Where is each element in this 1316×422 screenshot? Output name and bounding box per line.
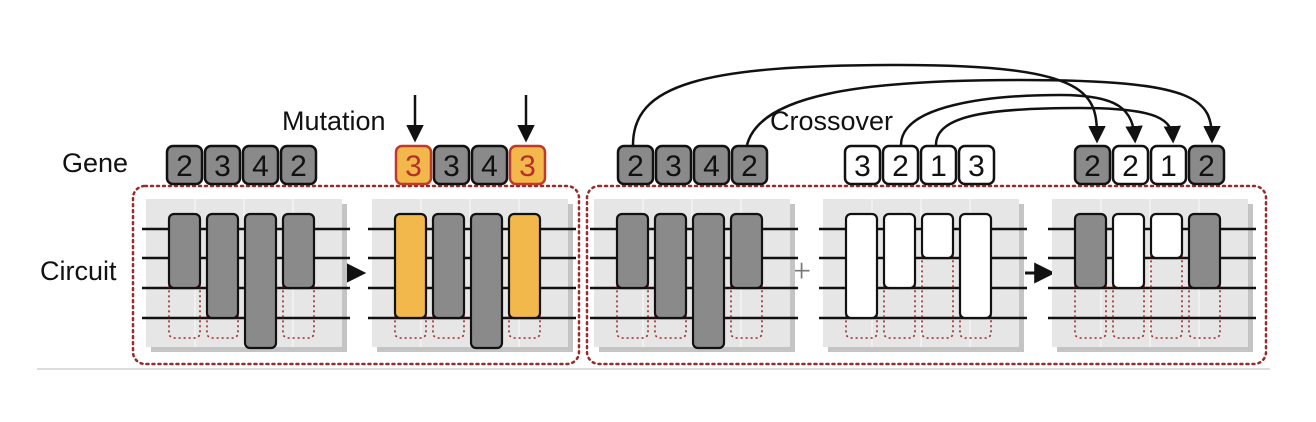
gene-cell xyxy=(919,144,958,186)
quantum-gate xyxy=(167,212,202,290)
gene-value: 3 xyxy=(665,150,682,183)
quantum-gate xyxy=(281,212,316,290)
gene-cell xyxy=(470,144,509,186)
gene-value: 4 xyxy=(481,150,498,183)
gene-row-label: Gene xyxy=(62,148,128,178)
crossover-arrow-4 xyxy=(934,106,1182,146)
crossover-arrow-2 xyxy=(745,78,1221,146)
quantum-gate xyxy=(469,212,504,350)
gene-value: 3 xyxy=(214,150,231,183)
gene-cell xyxy=(730,144,769,186)
quantum-gate xyxy=(729,212,764,290)
gene-cell xyxy=(616,144,655,186)
quantum-gate xyxy=(1073,212,1108,290)
gene-cell xyxy=(843,144,882,186)
gene-value: 2 xyxy=(892,150,909,183)
gene-value: 1 xyxy=(930,150,947,183)
quantum-gate xyxy=(1111,212,1146,290)
crossover-arrows xyxy=(631,63,1221,146)
gene-value: 2 xyxy=(627,150,644,183)
gene-cell xyxy=(881,144,920,186)
quantum-gate xyxy=(958,212,993,320)
circuit-panels xyxy=(142,199,1256,352)
gene-cell xyxy=(1073,144,1112,186)
crossover-label: Crossover xyxy=(770,106,893,136)
quantum-gate xyxy=(507,212,542,320)
quantum-gate xyxy=(205,212,240,320)
gene-value: 2 xyxy=(741,150,758,183)
gene-value: 3 xyxy=(854,150,871,183)
plus-sign: + xyxy=(792,253,811,290)
gene-cell xyxy=(394,144,433,186)
gene-value: 4 xyxy=(252,150,269,183)
crossover-arrow-1 xyxy=(631,63,1106,146)
gene-value: 2 xyxy=(176,150,193,183)
quantum-gate xyxy=(1187,212,1222,290)
quantum-gate xyxy=(882,212,917,290)
quantum-gate xyxy=(615,212,650,290)
gene-cell xyxy=(203,144,242,186)
gene-cell xyxy=(957,144,996,186)
gene-cell xyxy=(692,144,731,186)
circuit-mutated xyxy=(368,199,576,352)
quantum-gate xyxy=(393,212,428,320)
gene-cell xyxy=(279,144,318,186)
gene-value: 1 xyxy=(1160,150,1177,183)
quantum-gate xyxy=(844,212,879,320)
mutation-group-frame xyxy=(131,184,581,366)
gene-value: 2 xyxy=(1084,150,1101,183)
gene-value: 2 xyxy=(1198,150,1215,183)
gene-value: 3 xyxy=(443,150,460,183)
gene-value: 2 xyxy=(1122,150,1139,183)
crossover-arrow-3 xyxy=(899,93,1143,146)
quantum-gate xyxy=(431,212,466,320)
crossover-group-frame xyxy=(585,184,1268,366)
quantum-gate xyxy=(243,212,278,350)
gene-value: 2 xyxy=(290,150,307,183)
quantum-gate xyxy=(653,212,688,320)
gene-value: 3 xyxy=(519,150,536,183)
gene-cell xyxy=(654,144,693,186)
circuit-offspring xyxy=(1048,199,1256,352)
gene-cell xyxy=(432,144,471,186)
gene-value: 3 xyxy=(968,150,985,183)
gene-cell xyxy=(1111,144,1150,186)
circuit-parent-a xyxy=(590,199,798,352)
gene-cell xyxy=(241,144,280,186)
gene-cell xyxy=(508,144,547,186)
quantum-gate xyxy=(691,212,726,350)
circuit-parent-b xyxy=(819,199,1027,352)
gene-cell xyxy=(1187,144,1226,186)
circuit-original xyxy=(142,199,350,352)
quantum-gate xyxy=(920,212,955,260)
gene-cell xyxy=(165,144,204,186)
mutation-label: Mutation xyxy=(282,106,386,136)
quantum-gate xyxy=(1149,212,1184,260)
gene-cell xyxy=(1149,144,1188,186)
gene-value: 3 xyxy=(405,150,422,183)
gene-value: 4 xyxy=(703,150,720,183)
circuit-row-label: Circuit xyxy=(40,256,117,286)
